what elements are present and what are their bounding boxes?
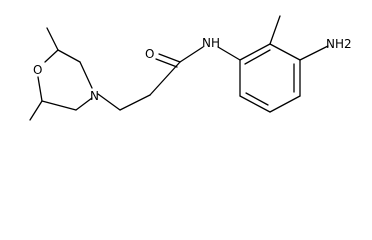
bond-ch2-ch2 bbox=[119, 94, 151, 111]
bond-nh-aryl bbox=[217, 46, 241, 61]
bond-ring-1-2-inner bbox=[244, 49, 271, 65]
bond-ring-1-2 bbox=[239, 43, 271, 61]
bond-n4-c5 bbox=[75, 97, 93, 111]
bond-ch2-carbonyl bbox=[149, 61, 181, 96]
bond-carbonyl-o-a bbox=[158, 53, 181, 63]
bond-n4-ch2 bbox=[97, 93, 121, 111]
amine-label: NH2 bbox=[326, 37, 352, 51]
bond-o1-c2 bbox=[44, 49, 59, 63]
bond-ring-2-3 bbox=[269, 43, 301, 61]
bonds bbox=[29, 15, 329, 121]
bond-carbonyl-o-b bbox=[155, 58, 178, 68]
bond-c6-me bbox=[29, 100, 43, 121]
bond-c5-c6 bbox=[41, 100, 77, 111]
bond-ring-4-5 bbox=[269, 95, 301, 113]
bond-carbonyl-nh bbox=[179, 46, 204, 63]
bond-c2-me bbox=[46, 27, 59, 51]
ring-oxygen-label: O bbox=[33, 63, 42, 77]
bond-c6-o1 bbox=[37, 76, 43, 102]
molecule-structure: O N O NH NH2 bbox=[29, 15, 352, 121]
bond-ring-methyl bbox=[269, 15, 281, 45]
bond-ring-amine bbox=[299, 45, 329, 61]
carbonyl-oxygen-label: O bbox=[145, 47, 154, 61]
ring-nitrogen-label: N bbox=[90, 89, 99, 103]
bond-ring-5-6 bbox=[239, 95, 271, 113]
amide-nh-label: NH bbox=[202, 36, 220, 50]
bond-c2-c3 bbox=[57, 49, 81, 63]
atom-labels: O N O NH NH2 bbox=[33, 36, 352, 103]
bond-ring-5-6-inner bbox=[245, 92, 269, 106]
bond-c3-n4 bbox=[79, 61, 93, 89]
